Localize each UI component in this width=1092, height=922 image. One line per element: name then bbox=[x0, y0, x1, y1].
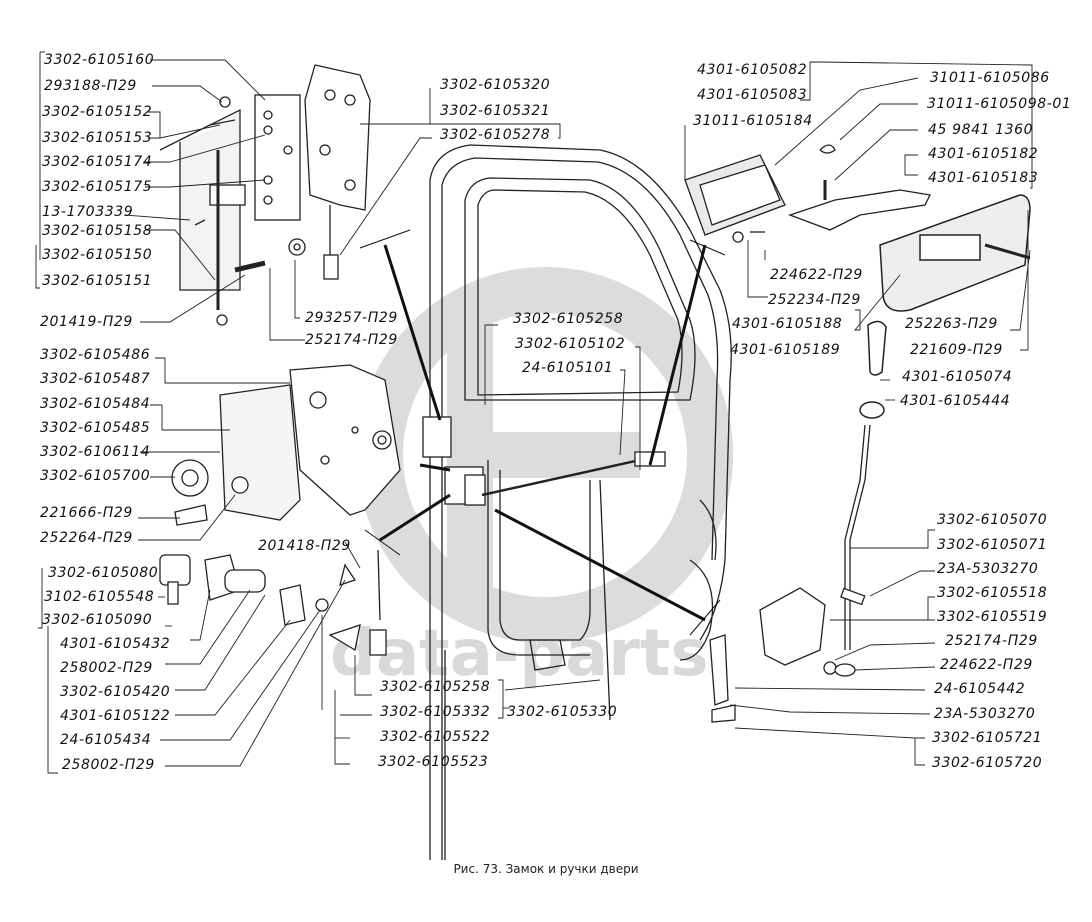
part-label: 3302-6105278 bbox=[440, 127, 551, 143]
part-label: 4301-6105189 bbox=[730, 342, 841, 358]
part-label: 3302-6105330 bbox=[507, 704, 618, 720]
part-label: 4301-6105082 bbox=[697, 62, 808, 78]
part-label: 3302-6105321 bbox=[440, 103, 551, 119]
part-label: 3302-6105485 bbox=[40, 420, 151, 436]
part-label: 221609-П29 bbox=[910, 342, 1003, 358]
part-label: 3302-6105522 bbox=[380, 729, 491, 745]
part-label: 3302-6105486 bbox=[40, 347, 151, 363]
part-label: 24-6105434 bbox=[60, 732, 152, 748]
lock-cylinder-assembly bbox=[159, 549, 387, 656]
part-label: 252234-П29 bbox=[768, 292, 861, 308]
leader-lines bbox=[35, 51, 1033, 774]
part-label: 3302-6105174 bbox=[42, 154, 153, 170]
part-label: 3302-6105160 bbox=[44, 52, 155, 68]
part-label: 3302-6106114 bbox=[40, 444, 151, 460]
part-label: 4301-6105432 bbox=[60, 636, 171, 652]
figure-caption: Рис. 73. Замок и ручки двери bbox=[453, 862, 639, 876]
part-label: 3302-6105258 bbox=[513, 311, 624, 327]
part-label: 3302-6105070 bbox=[937, 512, 1048, 528]
part-label: 3102-6105548 bbox=[44, 589, 155, 605]
part-label: 4301-6105182 bbox=[928, 146, 1039, 162]
part-label: 3302-6105258 bbox=[380, 679, 491, 695]
part-label: 258002-П29 bbox=[60, 660, 153, 676]
part-label: 24-6105101 bbox=[522, 360, 614, 376]
outside-handle-assembly bbox=[684, 144, 931, 243]
part-label: 31011-6105184 bbox=[693, 113, 813, 129]
part-label: 45 9841 1360 bbox=[928, 122, 1034, 138]
callout-lines bbox=[379, 244, 707, 622]
part-label: 31011-6105086 bbox=[930, 70, 1050, 86]
part-label: 293257-П29 bbox=[305, 310, 398, 326]
part-label: 3302-6105484 bbox=[40, 396, 151, 412]
part-label: 201418-П29 bbox=[258, 538, 351, 554]
part-label: 252174-П29 bbox=[305, 332, 398, 348]
part-label: 3302-6105102 bbox=[515, 336, 626, 352]
lock-body-assembly bbox=[171, 364, 401, 526]
part-label: 4301-6105444 bbox=[900, 393, 1011, 409]
part-label: 3302-6105151 bbox=[42, 273, 153, 289]
part-label: 3302-6105320 bbox=[440, 77, 551, 93]
door-frame bbox=[429, 144, 732, 860]
part-label: 3302-6105175 bbox=[42, 179, 153, 195]
part-label: 201419-П29 bbox=[40, 314, 133, 330]
part-label: 221666-П29 bbox=[40, 505, 133, 521]
part-label: 3302-6105150 bbox=[42, 247, 153, 263]
part-label: 4301-6105183 bbox=[928, 170, 1039, 186]
part-label: 224622-П29 bbox=[770, 267, 863, 283]
part-label: 3302-6105519 bbox=[937, 609, 1048, 625]
part-label: 13-1703339 bbox=[42, 204, 134, 220]
part-label: 293188-П29 bbox=[44, 78, 137, 94]
part-label: 4301-6105122 bbox=[60, 708, 171, 724]
part-label: 3302-6105152 bbox=[42, 104, 153, 120]
part-label: 24-6105442 bbox=[934, 681, 1026, 697]
inside-handle-assembly bbox=[859, 194, 1031, 419]
part-label: 4301-6105188 bbox=[732, 316, 843, 332]
part-label: 252174-П29 bbox=[945, 633, 1038, 649]
part-label: 3302-6105518 bbox=[937, 585, 1048, 601]
part-label: 23А-5303270 bbox=[934, 706, 1036, 722]
part-label: 3302-6105720 bbox=[932, 755, 1043, 771]
part-label: 3302-6105487 bbox=[40, 371, 151, 387]
part-label: 3302-6105071 bbox=[937, 537, 1048, 553]
hinge-assembly bbox=[159, 64, 371, 326]
part-label: 4301-6105083 bbox=[697, 87, 808, 103]
part-label: 3302-6105332 bbox=[380, 704, 491, 720]
part-label: 3302-6105080 bbox=[48, 565, 159, 581]
rod-latch-assembly bbox=[709, 424, 871, 723]
part-label: 4301-6105074 bbox=[902, 369, 1013, 385]
part-label: 258002-П29 bbox=[62, 757, 155, 773]
part-label: 3302-6105700 bbox=[40, 468, 151, 484]
part-label: 23А-5303270 bbox=[937, 561, 1039, 577]
part-label: 3302-6105523 bbox=[378, 754, 489, 770]
part-label: 252264-П29 bbox=[40, 530, 133, 546]
part-label: 3302-6105153 bbox=[42, 130, 153, 146]
part-label: 3302-6105721 bbox=[932, 730, 1043, 746]
part-label: 252263-П29 bbox=[905, 316, 998, 332]
watermark-text: data-parts bbox=[330, 617, 709, 691]
part-label: 3302-6105090 bbox=[42, 612, 153, 628]
part-label: 31011-6105098-01 bbox=[927, 96, 1072, 112]
part-label: 3302-6105158 bbox=[42, 223, 153, 239]
part-label: 224622-П29 bbox=[940, 657, 1033, 673]
part-label: 3302-6105420 bbox=[60, 684, 171, 700]
